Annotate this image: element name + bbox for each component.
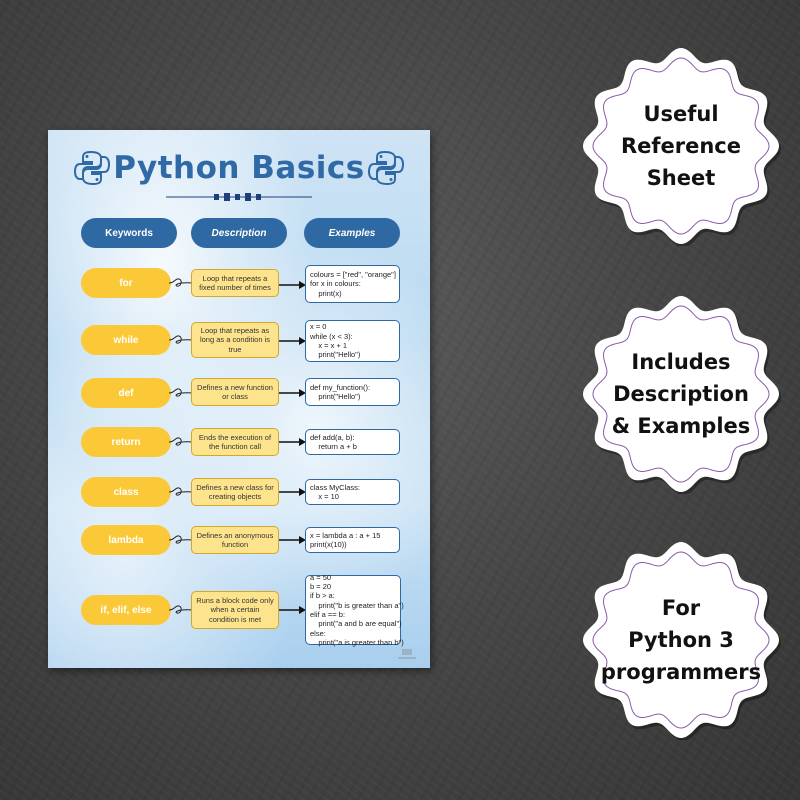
keyword-lambda: lambda	[81, 525, 171, 555]
python-logo-icon	[367, 150, 405, 186]
badge-line: programmers	[600, 660, 762, 684]
arrow-right-icon	[279, 389, 306, 397]
curl-connector-icon	[169, 335, 193, 344]
badge-inner-border	[592, 551, 770, 729]
keyword-if-elif-else: if, elif, else	[81, 595, 171, 625]
arrow-right-icon	[279, 606, 306, 614]
wavy-badge	[583, 542, 781, 740]
keywords-header: Keywords	[81, 218, 177, 248]
badge-description-examples: Includes Description & Examples	[581, 294, 781, 494]
curl-connector-icon	[169, 388, 193, 397]
badge-reference-sheet: Useful Reference Sheet	[581, 46, 781, 246]
keyword-while: while	[81, 325, 171, 355]
example-if-elif-else: a = 50 b = 20 if b > a: print("b is grea…	[305, 573, 404, 647]
badge-line: Includes	[631, 350, 731, 374]
curl-connector-icon	[169, 278, 193, 287]
description-header: Description	[191, 218, 287, 248]
example-return: def add(a, b): return a + b	[305, 429, 400, 455]
badge-python3-programmers: For Python 3 programmers	[581, 540, 781, 740]
description-while: Loop that repeats as long as a condition…	[191, 322, 279, 358]
badge-line: Reference	[620, 134, 742, 158]
badge-shape	[583, 542, 779, 738]
curl-connector-icon	[169, 605, 193, 614]
examples-header: Examples	[304, 218, 400, 248]
badge-shape	[583, 296, 779, 492]
example-while: x = 0 while (x < 3): x = x + 1 print("He…	[305, 320, 400, 362]
description-class: Defines a new class for creating objects	[191, 478, 279, 506]
wavy-badge	[583, 296, 781, 494]
curl-connector-icon	[169, 535, 193, 544]
badge-line: Python 3	[628, 628, 734, 652]
description-if-elif-else: Runs a block code only when a certain co…	[191, 591, 279, 629]
badge-line: Sheet	[646, 166, 716, 190]
keyword-def: def	[81, 378, 171, 408]
badge-shape	[583, 48, 779, 244]
badge-line: Useful	[643, 102, 719, 126]
arrow-right-icon	[279, 488, 306, 496]
arrow-right-icon	[279, 438, 306, 446]
arrow-right-icon	[279, 337, 306, 345]
wavy-badge	[583, 48, 781, 246]
badge-line: & Examples	[611, 414, 751, 438]
example-lambda: x = lambda a : a + 15 print(x(10))	[305, 527, 400, 553]
arrow-right-icon	[279, 281, 306, 289]
keyword-class: class	[81, 477, 171, 507]
description-lambda: Defines an anonymous function	[191, 526, 279, 554]
example-for: colours = ["red", "orange"] for x in col…	[305, 265, 400, 303]
poster-title: Python Basics	[113, 150, 365, 186]
publisher-logo-icon	[398, 649, 416, 659]
decorative-divider	[166, 193, 312, 201]
arrow-right-icon	[279, 536, 306, 544]
description-for: Loop that repeats a fixed number of time…	[191, 269, 279, 297]
keyword-return: return	[81, 427, 171, 457]
example-def: def my_function(): print("Hello")	[305, 378, 400, 406]
python-logo-icon	[73, 150, 111, 186]
badge-line: For	[661, 596, 701, 620]
description-return: Ends the execution of the function call	[191, 428, 279, 456]
curl-connector-icon	[169, 437, 193, 446]
keyword-for: for	[81, 268, 171, 298]
curl-connector-icon	[169, 487, 193, 496]
example-class: class MyClass: x = 10	[305, 479, 400, 505]
badge-inner-border	[592, 57, 770, 235]
badge-line: Description	[613, 382, 749, 406]
description-def: Defines a new function or class	[191, 378, 279, 406]
python-basics-poster: Python Basics Keywords Description Examp…	[48, 130, 430, 668]
badge-inner-border	[592, 305, 770, 483]
